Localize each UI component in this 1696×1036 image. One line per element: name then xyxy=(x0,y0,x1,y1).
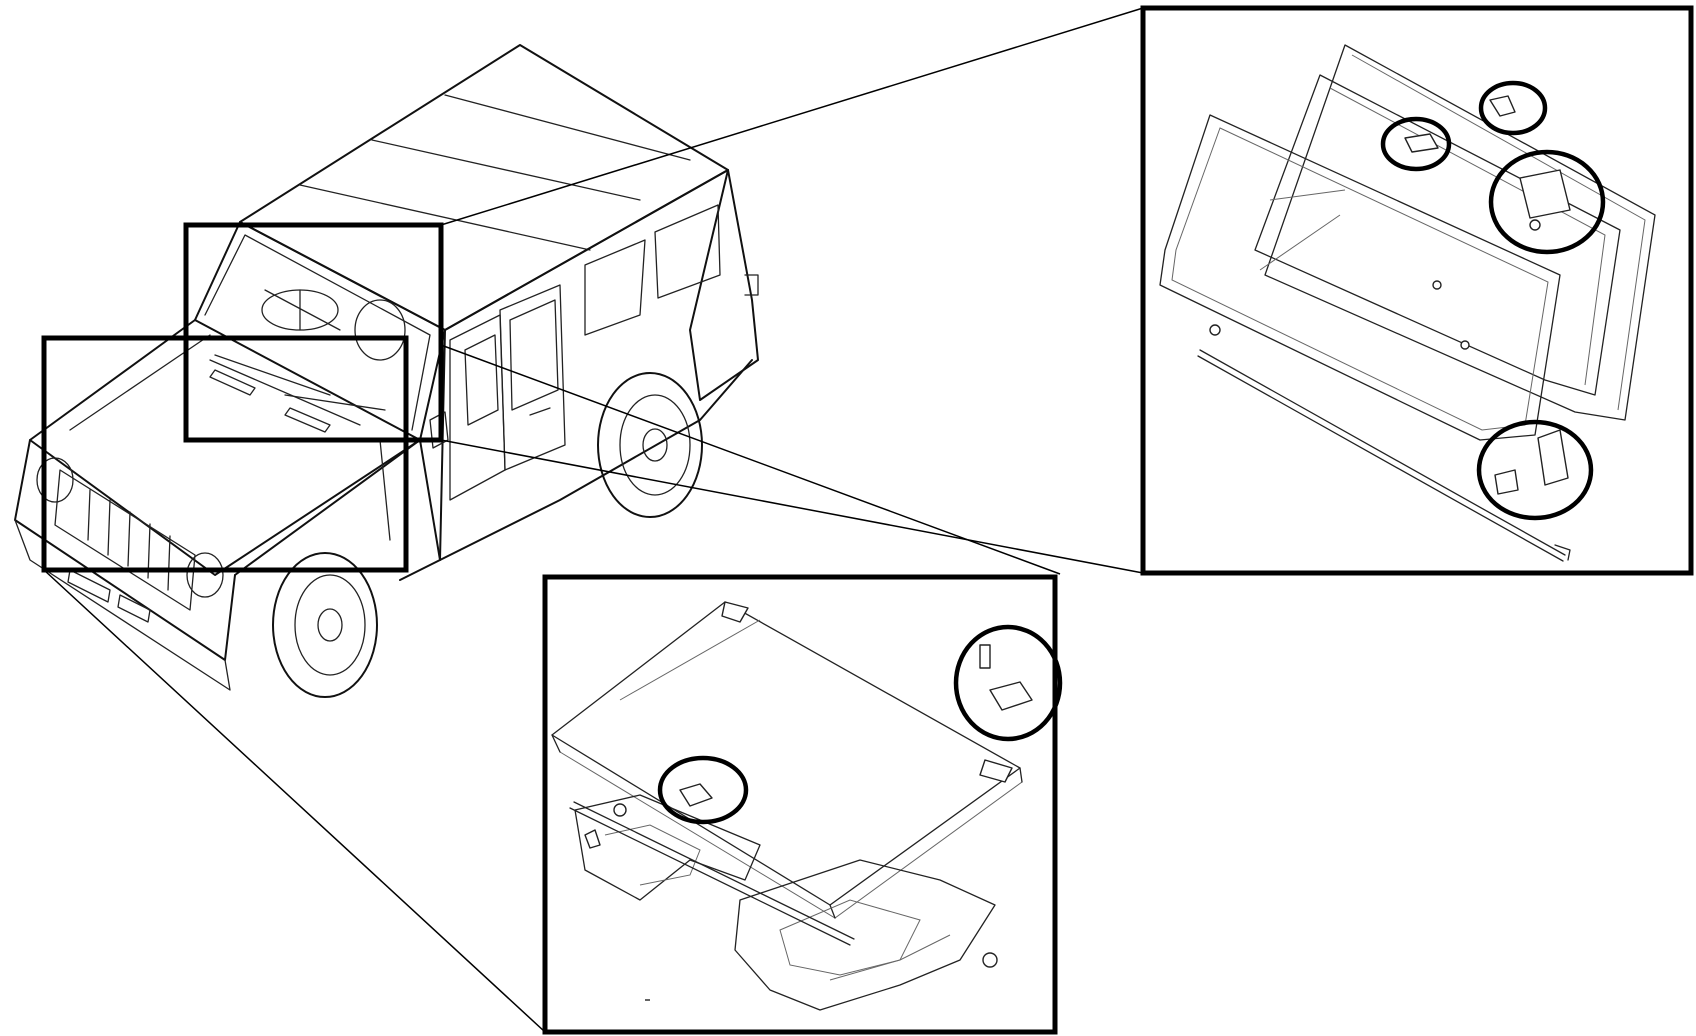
callout-circle xyxy=(657,755,749,825)
callout-circle xyxy=(1380,116,1452,172)
hood-detail-panel xyxy=(542,574,1058,1035)
bracket-part-a xyxy=(1489,95,1516,117)
vehicle-illustration xyxy=(14,44,759,698)
hood-detail-drawing xyxy=(551,601,1063,1011)
hood-hinge-part xyxy=(989,681,1033,711)
hinge-part xyxy=(1537,429,1569,486)
callout-circle xyxy=(1488,149,1606,255)
windshield-selection-box xyxy=(183,222,444,443)
callout-circle xyxy=(1478,80,1548,136)
hood-selection-box xyxy=(41,335,409,573)
callout-circle xyxy=(1476,419,1594,521)
hood-clip-part xyxy=(679,783,713,807)
clip-part xyxy=(1404,133,1439,153)
leader-lines xyxy=(43,7,1144,1033)
windshield-detail-drawing xyxy=(1159,44,1656,562)
latch-part xyxy=(1519,169,1571,219)
callout-circle xyxy=(953,624,1063,742)
hood-bolt-part xyxy=(979,644,991,669)
windshield-detail-panel xyxy=(1140,5,1694,576)
